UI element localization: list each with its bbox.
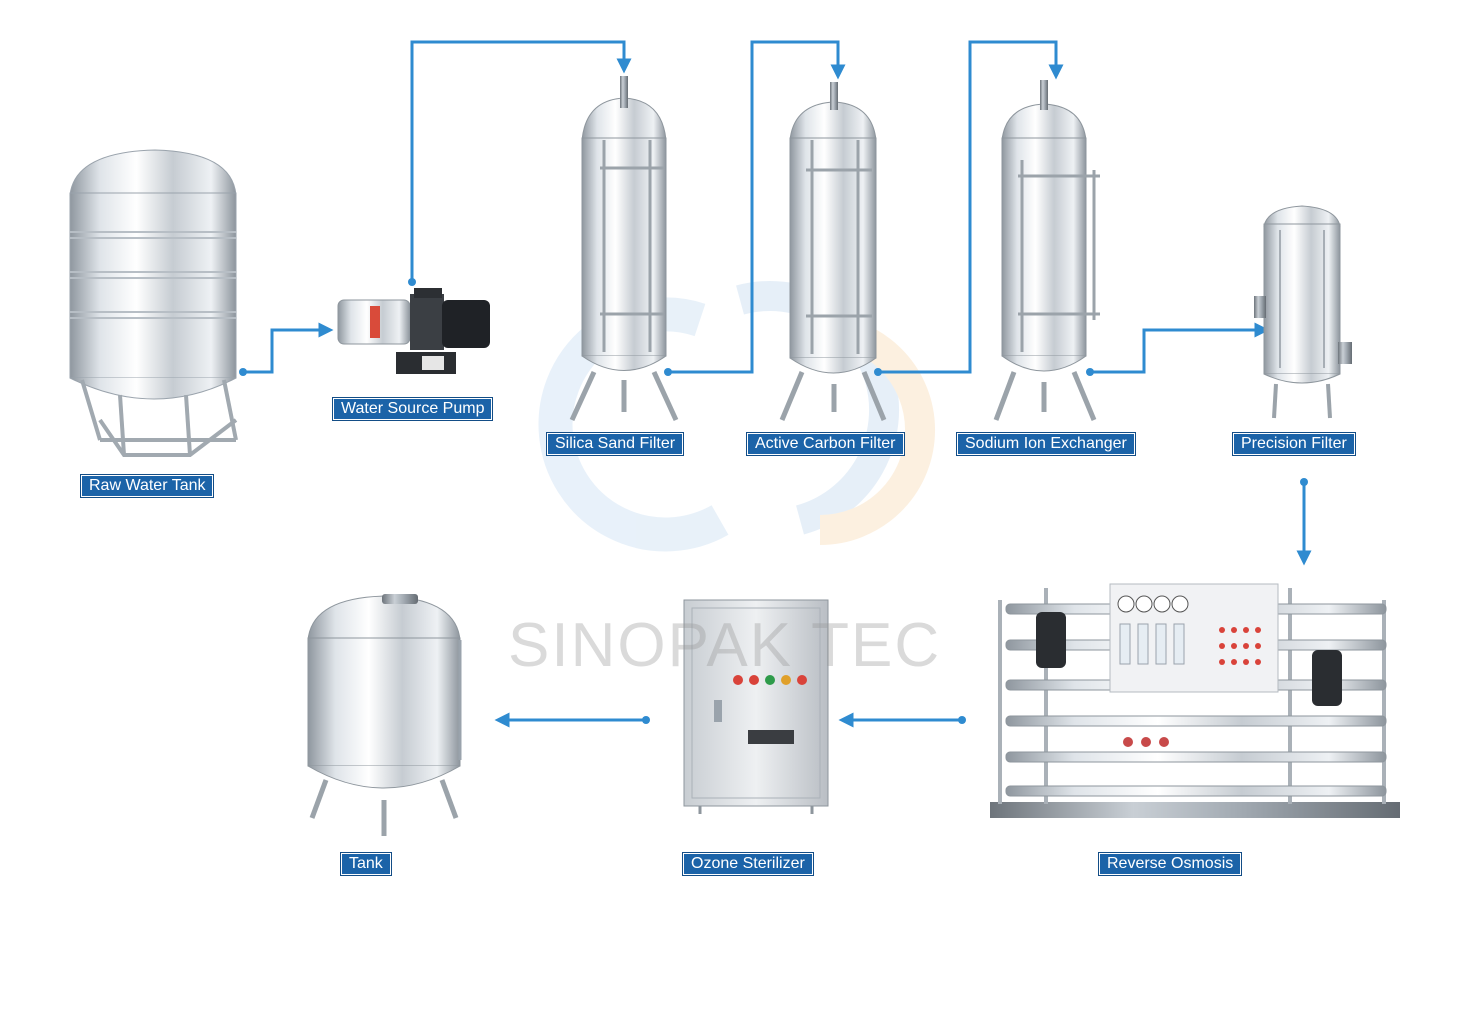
reverse-osmosis-image [990,583,1400,818]
precision-filter-image [1254,205,1352,419]
sodium-ion-exchanger-image [993,80,1100,421]
flow-silica-to-carbon [668,40,846,374]
flow-sodium-to-precision [1090,322,1270,374]
label-reverse-osmosis: Reverse Osmosis [1098,852,1243,876]
flow-raw-to-pump [243,322,334,374]
label-sodium-ion-exchanger: Sodium Ion Exchanger [956,432,1136,456]
flow-lines [239,40,1312,728]
watermark-text: SINOPAK TEC [508,611,942,680]
flow-carbon-to-sodium [878,40,1064,374]
label-water-source-pump: Water Source Pump [332,397,494,421]
label-ozone-sterilizer: Ozone Sterilizer [682,852,814,876]
silica-sand-filter-image [569,76,679,422]
raw-water-tank-image [69,149,238,457]
label-active-carbon-filter: Active Carbon Filter [746,432,905,456]
label-tank: Tank [340,852,392,876]
water-source-pump-image [337,288,490,374]
active-carbon-filter-image [779,82,887,421]
ozone-sterilizer-image [683,599,829,814]
label-precision-filter: Precision Filter [1232,432,1356,456]
label-silica-sand-filter: Silica Sand Filter [546,432,685,456]
label-raw-water-tank: Raw Water Tank [80,474,215,498]
flow-pump-to-silica [410,40,632,282]
tank-image [307,594,462,836]
